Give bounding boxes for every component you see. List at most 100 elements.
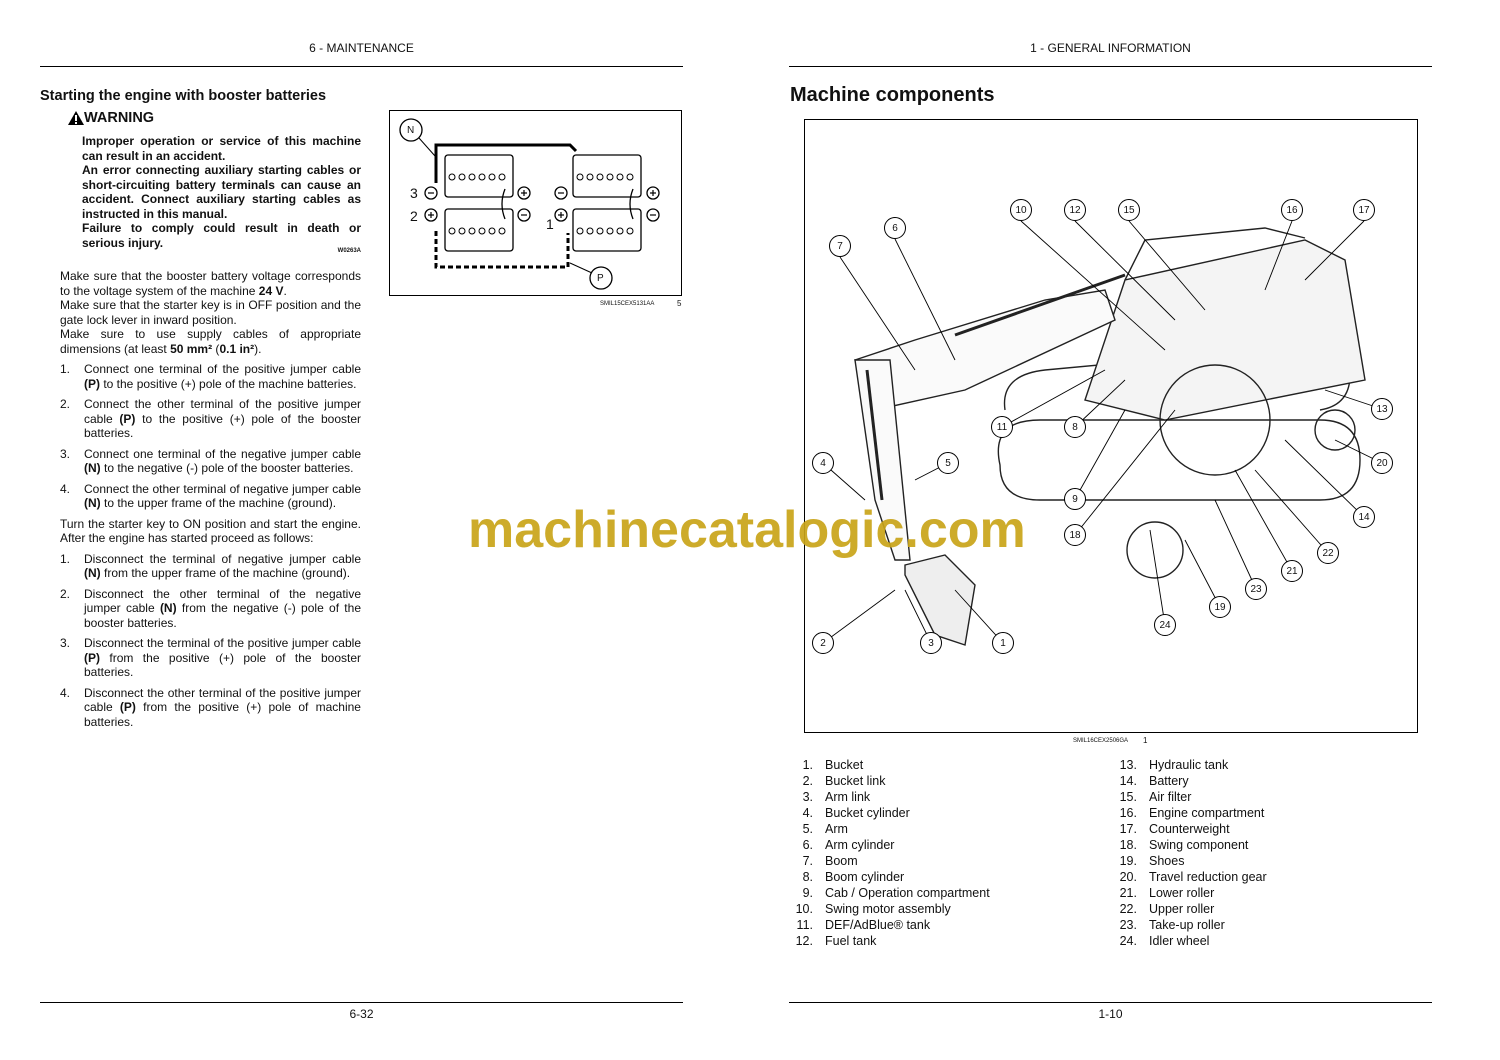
component-item: 11. DEF/AdBlue® tank	[786, 917, 1086, 933]
callout: 23	[1245, 578, 1267, 600]
component-name: Hydraulic tank	[1149, 758, 1229, 772]
component-number: 19.	[1119, 854, 1137, 868]
component-number: 5.	[802, 822, 813, 836]
battery-cell-cap	[596, 227, 604, 235]
machine-figure-number: 1	[1143, 736, 1148, 745]
left-footer-rule	[40, 1002, 683, 1003]
component-name: Lower roller	[1149, 886, 1215, 900]
callout: 17	[1353, 199, 1375, 221]
component-name: Bucket cylinder	[825, 806, 910, 820]
callout: 10	[1010, 199, 1032, 221]
intro-paragraph: Make sure to use supply cables of approp…	[60, 327, 361, 356]
callout: 13	[1371, 398, 1393, 420]
component-item: 13. Hydraulic tank	[1110, 757, 1410, 773]
warning-line: An error connecting auxiliary starting c…	[82, 163, 361, 221]
left-body: Make sure that the booster battery volta…	[60, 269, 361, 729]
component-item: 8.Boom cylinder	[786, 869, 1086, 885]
component-number: 16.	[1119, 806, 1137, 820]
component-item: 10. Swing motor assembly	[786, 901, 1086, 917]
component-number: 7.	[802, 854, 813, 868]
right-footer-rule	[789, 1002, 1432, 1003]
callout: 14	[1353, 506, 1375, 528]
component-item: 17.Counterweight	[1110, 821, 1410, 837]
component-item: 20.Travel reduction gear	[1110, 869, 1410, 885]
component-name: Bucket	[825, 758, 864, 772]
component-number: 22.	[1119, 902, 1137, 916]
component-name: Swing motor assembly	[825, 902, 951, 916]
callout: 5	[937, 452, 959, 474]
battery-cell-cap	[586, 173, 594, 181]
component-item: 3. Arm link	[786, 789, 1086, 805]
battery-cell-cap	[498, 173, 506, 181]
battery-cell-cap	[576, 227, 584, 235]
component-name: Air filter	[1149, 790, 1192, 804]
callout: 7	[829, 235, 851, 257]
component-number: 13.	[1119, 758, 1137, 772]
component-number: 24.	[1119, 934, 1137, 948]
battery-cell-cap	[626, 227, 634, 235]
component-name: Battery	[1149, 774, 1189, 788]
component-number: 18.	[1119, 838, 1137, 852]
warning-triangle-icon	[68, 111, 84, 125]
component-name: Cab / Operation compartment	[825, 886, 990, 900]
battery-cell-cap	[498, 227, 506, 235]
mid-paragraph: Turn the starter key to ON position and …	[60, 516, 361, 546]
battery-figure-number: 5	[677, 299, 682, 308]
callout: 15	[1118, 199, 1140, 221]
component-item: 4.Bucket cylinder	[786, 805, 1086, 821]
battery-wiring-illustration	[399, 118, 660, 290]
callout: 11	[991, 416, 1013, 438]
component-name: Boom cylinder	[825, 870, 905, 884]
battery-cell-cap	[468, 227, 476, 235]
component-item: 18. Swing component	[1110, 837, 1410, 853]
battery-cell-cap	[586, 227, 594, 235]
component-item: 7. Boom	[786, 853, 1086, 869]
component-name: DEF/AdBlue® tank	[825, 918, 931, 932]
component-number: 3.	[802, 790, 813, 804]
component-name: Arm link	[825, 790, 871, 804]
component-name: Boom	[825, 854, 858, 868]
battery-cell-cap	[458, 173, 466, 181]
component-number: 14.	[1119, 774, 1137, 788]
label-2: 2	[410, 208, 418, 224]
excavator-illustration	[822, 220, 1383, 646]
battery-cell-cap	[478, 227, 486, 235]
left-header: 6 - MAINTENANCE	[309, 41, 414, 55]
component-item: 1.Bucket	[786, 757, 1086, 773]
component-name: Idler wheel	[1149, 934, 1210, 948]
battery-cell-cap	[616, 173, 624, 181]
component-item: 14. Battery	[1110, 773, 1410, 789]
component-number: 12.	[795, 934, 813, 948]
battery-cell-cap	[448, 173, 456, 181]
callout: 4	[812, 452, 834, 474]
component-number: 9.	[802, 886, 813, 900]
component-item: 5.Arm	[786, 821, 1086, 837]
component-number: 2.	[802, 774, 813, 788]
component-name: Travel reduction gear	[1149, 870, 1267, 884]
battery-cell-cap	[488, 173, 496, 181]
battery-cell-cap	[606, 227, 614, 235]
component-number: 11.	[796, 918, 813, 932]
component-name: Swing component	[1149, 838, 1249, 852]
component-name: Fuel tank	[825, 934, 877, 948]
warning-label: WARNING	[84, 110, 155, 126]
step-item: 2.Connect the other terminal of the posi…	[60, 397, 361, 440]
callout: 2	[812, 632, 834, 654]
callout: 20	[1371, 452, 1393, 474]
callout: 8	[1064, 416, 1086, 438]
left-header-rule	[40, 66, 683, 67]
left-page-number: 6-32	[349, 1007, 374, 1021]
battery-cell-cap	[606, 173, 614, 181]
component-name: Engine compartment	[1149, 806, 1265, 820]
warning-text: Improper operation or service of this ma…	[82, 134, 361, 250]
battery-cell-cap	[478, 173, 486, 181]
battery-cell-cap	[576, 173, 584, 181]
step-item: 4.Connect the other terminal of negative…	[60, 481, 361, 511]
component-item: 9. Cab / Operation compartment	[786, 885, 1086, 901]
component-number: 17.	[1119, 822, 1137, 836]
machine-components-figure: 10 12 15 16 17 6 7 11 8 13 4 5 20 9 14 1…	[804, 119, 1418, 733]
battery-cell-cap	[468, 173, 476, 181]
component-number: 10.	[795, 902, 813, 916]
left-section-title: Starting the engine with booster batteri…	[40, 88, 327, 104]
